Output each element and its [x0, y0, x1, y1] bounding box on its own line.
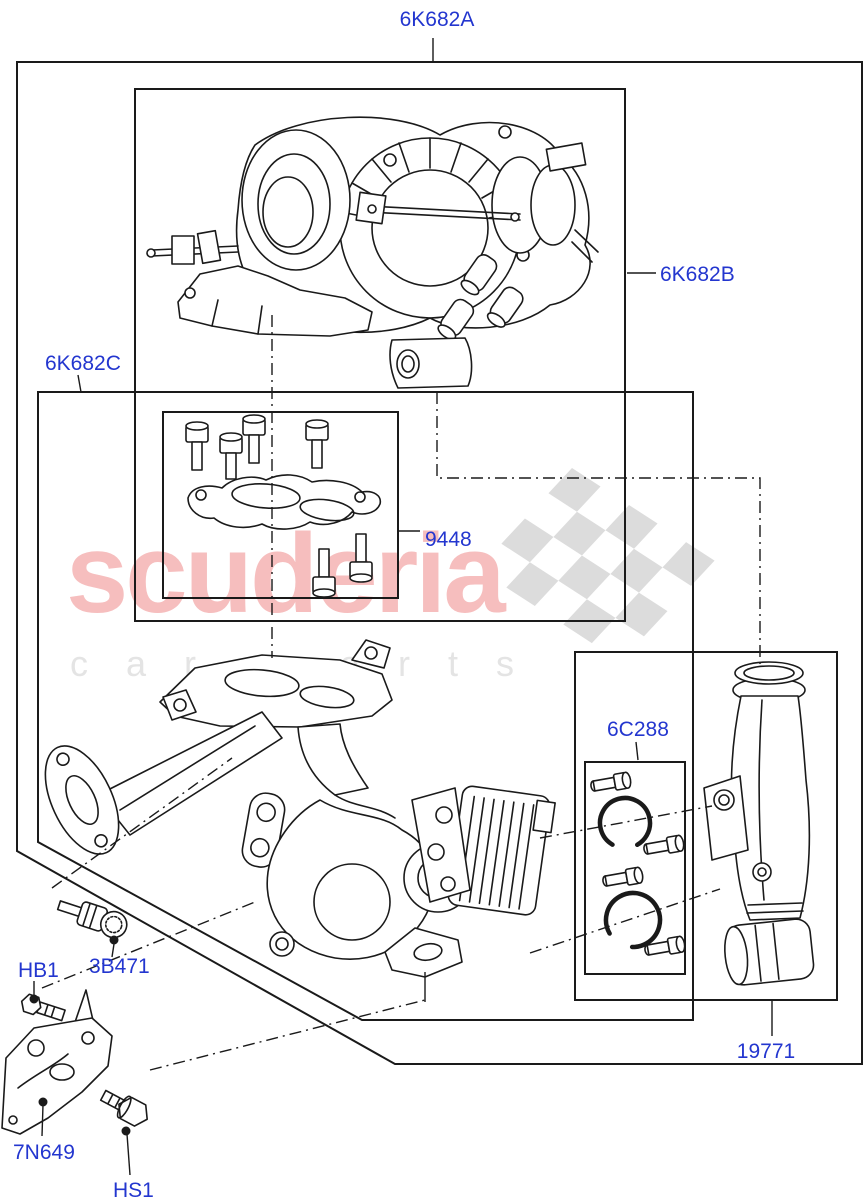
group-box-19771-6c288 [574, 651, 838, 1001]
o-ring [597, 795, 653, 851]
sensor-drawing [56, 900, 128, 939]
bolt [185, 414, 373, 598]
leader-lines [29, 38, 773, 1176]
leader-dots [29, 935, 131, 1136]
turbocharger-upper-drawing [146, 116, 599, 389]
callout-labels: 6K682A 6K682B 6K682C 9448 6C288 19771 HB… [13, 8, 795, 1200]
manifold-turbo-drawing [44, 639, 556, 978]
callout-gasket-kit[interactable]: 9448 [425, 528, 472, 551]
seal-kit-drawing [590, 771, 686, 956]
watermark-brand-text: scuderia [66, 511, 506, 636]
bolt-hs1-drawing [99, 1089, 148, 1127]
o-ring [603, 890, 663, 950]
callout-turbo-kit[interactable]: 6K682C [45, 352, 121, 375]
bolt-hb1-drawing [20, 993, 66, 1022]
callout-outlet-pipe[interactable]: 19771 [737, 1040, 795, 1063]
group-box-6k682b [134, 88, 626, 622]
gasket-kit-drawing [185, 414, 382, 598]
callout-turbocharger[interactable]: 6K682B [660, 263, 735, 286]
checkered-flag-watermark [501, 468, 715, 644]
outlet-pipe-drawing [703, 661, 815, 986]
hardware-drawing [1, 900, 148, 1135]
group-boxes [16, 61, 863, 1065]
callout-bolt-hs1[interactable]: HS1 [113, 1179, 154, 1200]
group-box-6k682c [37, 391, 694, 1021]
group-box-6k682a [16, 61, 863, 1065]
group-box-6c288 [584, 761, 686, 975]
watermark: scuderia car parts [66, 468, 715, 684]
callout-bolt-hb1[interactable]: HB1 [18, 959, 59, 982]
callout-sensor[interactable]: 3B471 [89, 955, 150, 978]
callout-seal-kit[interactable]: 6C288 [607, 718, 669, 741]
callout-assembly[interactable]: 6K682A [400, 8, 475, 31]
callout-bracket[interactable]: 7N649 [13, 1141, 75, 1164]
group-box-9448 [162, 411, 399, 599]
